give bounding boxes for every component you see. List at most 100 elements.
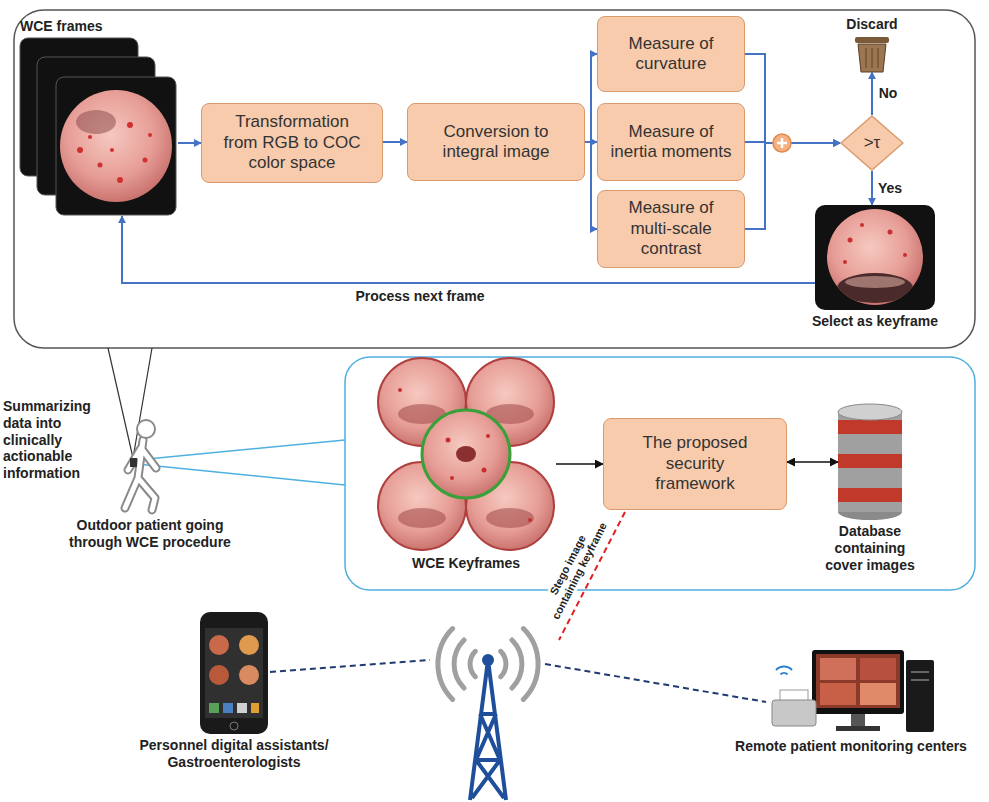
keyframe-cluster-art xyxy=(486,508,534,528)
radio-tower xyxy=(482,654,494,666)
database-art xyxy=(838,404,902,420)
process-box: Measure of curvature xyxy=(597,16,745,92)
sum-symbol xyxy=(777,138,787,148)
box-label: Measure of multi-scale contrast xyxy=(606,198,736,259)
sum-symbol xyxy=(773,134,791,152)
caption-text: WCE frames xyxy=(20,18,190,35)
phone-art xyxy=(239,635,259,655)
callout-lines xyxy=(137,440,345,485)
phone-art xyxy=(209,635,229,655)
discard-bin-art xyxy=(855,37,889,43)
frames-stack-art xyxy=(98,163,103,168)
computer-icon: Remote patient monitoring centers xyxy=(768,650,934,735)
computer-art xyxy=(851,714,865,726)
radio-tower xyxy=(438,629,538,700)
connector-arrow xyxy=(585,142,597,229)
keyframe-cluster-art xyxy=(398,388,402,392)
connector-arrow xyxy=(745,54,840,143)
caption: WCE frames xyxy=(20,18,190,35)
computer-art xyxy=(906,660,934,732)
computer-art xyxy=(836,726,880,731)
dashed-links xyxy=(270,512,766,702)
radio-tower xyxy=(438,629,538,800)
box-label: The proposed security framework xyxy=(634,433,756,494)
keyframe-image-art xyxy=(827,209,923,305)
keyframe-image-art xyxy=(848,238,853,243)
phone-art xyxy=(223,703,233,713)
radio-tower xyxy=(470,660,506,800)
connector-arrow xyxy=(585,54,597,142)
computer-art xyxy=(820,683,856,705)
caption: Remote patient monitoring centers xyxy=(716,738,986,755)
phone-art xyxy=(239,665,259,685)
caption-text: Personnel digital assistants/ Gastroente… xyxy=(127,737,341,771)
database-icon: Database containing cover images xyxy=(838,404,902,520)
phone-art xyxy=(205,628,263,718)
phone-art xyxy=(230,722,238,730)
process-box: Transformation from RGB to COC color spa… xyxy=(201,103,383,183)
computer-art xyxy=(820,658,856,680)
frames-stack-art xyxy=(56,77,176,215)
dashed-links xyxy=(270,660,430,672)
connector-arrow xyxy=(871,171,873,205)
keyframe-cluster: WCE Keyframes xyxy=(376,356,556,552)
keyframe-image-art xyxy=(815,205,935,310)
frames-stack-art xyxy=(117,177,123,183)
connector-arrow xyxy=(556,463,603,465)
dashed-links xyxy=(545,664,766,702)
caption-text: Remote patient monitoring centers xyxy=(716,738,986,755)
keyframe-cluster-art xyxy=(450,476,454,480)
frames-stack-art xyxy=(143,158,148,163)
edge-label: No xyxy=(877,85,900,102)
keyframe-cluster-art xyxy=(422,410,510,498)
keyframe-cluster-art xyxy=(486,434,490,438)
connector-arrow xyxy=(871,72,873,115)
connector-arrow xyxy=(787,461,838,463)
computer-art xyxy=(860,658,896,680)
frames-stack-art xyxy=(77,147,83,153)
computer-art xyxy=(772,650,934,732)
database-art xyxy=(838,412,902,512)
keyframe-cluster-art xyxy=(528,518,532,522)
computer-art xyxy=(812,650,904,714)
sum-symbol xyxy=(773,134,791,152)
computer-art xyxy=(911,672,929,680)
phone-art xyxy=(251,703,259,713)
caption-text: Database containing cover images xyxy=(815,523,925,573)
frames-stack-art xyxy=(110,148,114,152)
caption-text: WCE Keyframes xyxy=(391,555,541,572)
frames-stack-art xyxy=(60,90,172,202)
phone-art xyxy=(209,703,219,713)
process-box: Measure of inertia moments xyxy=(597,103,745,181)
phone-icon: Personnel digital assistants/ Gastroente… xyxy=(200,612,268,734)
database-art xyxy=(838,420,902,434)
keyframe-image-art xyxy=(843,260,847,264)
box-label: Measure of curvature xyxy=(606,34,736,75)
patient-figure xyxy=(125,440,156,510)
phone-art xyxy=(237,703,247,713)
process-box: The proposed security framework xyxy=(603,418,787,510)
phone-art xyxy=(209,665,229,685)
decision-label: >τ xyxy=(864,133,881,153)
patient-figure xyxy=(125,440,156,510)
database-art xyxy=(838,404,902,520)
patient-figure xyxy=(130,458,137,467)
keyframe-cluster-art xyxy=(378,358,554,550)
keyframe-cluster-art xyxy=(398,388,532,522)
connector-arrow xyxy=(383,141,407,143)
lanyard-lines xyxy=(108,348,133,458)
computer-art xyxy=(772,700,816,726)
link-label: Stego image containing keyframe xyxy=(534,507,614,629)
keyframe-cluster-art xyxy=(446,438,451,443)
discard-bin-art xyxy=(866,48,878,68)
callout-lines xyxy=(137,464,345,485)
caption: Database containing cover images xyxy=(815,523,925,573)
keyframe-image-art xyxy=(837,273,913,303)
discard-bin: Discard xyxy=(855,36,889,72)
frames-stack-art xyxy=(88,135,92,139)
callout-lines xyxy=(137,440,345,460)
discard-bin-art xyxy=(858,44,886,72)
frames-stack-art xyxy=(76,110,116,134)
